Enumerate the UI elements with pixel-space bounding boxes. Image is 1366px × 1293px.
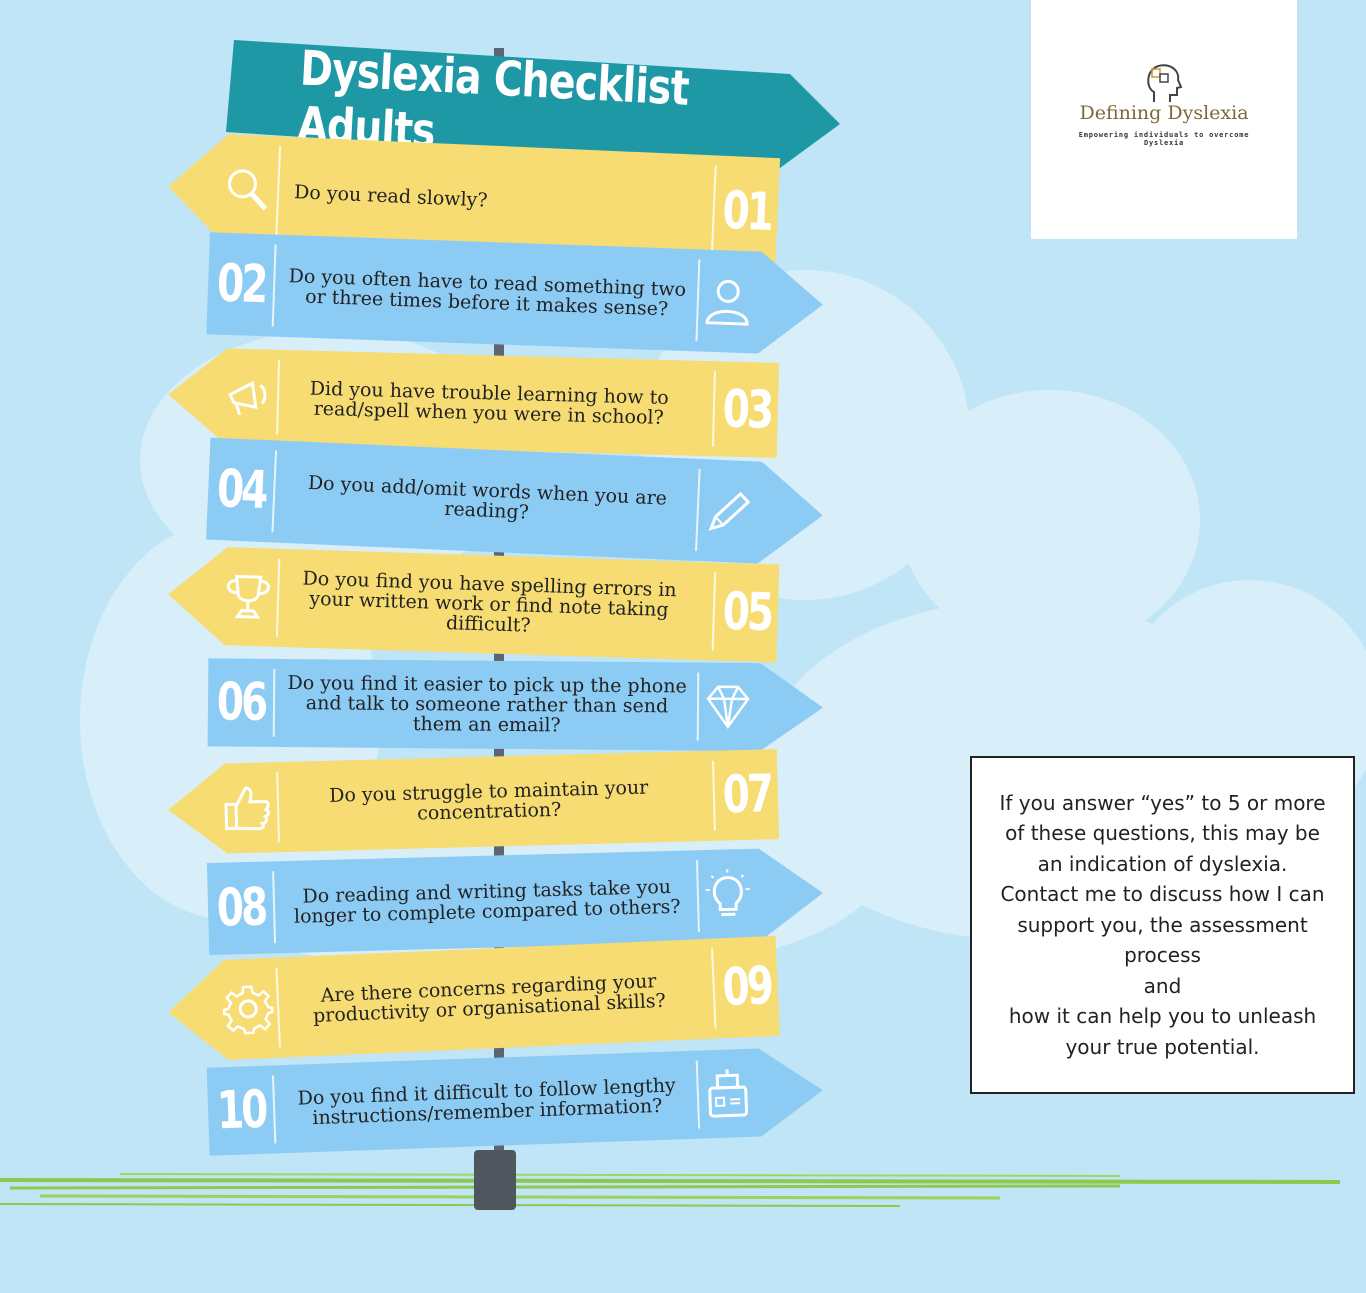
sign-number: 10 [215, 1079, 267, 1142]
pencil-icon [708, 491, 751, 531]
sign-shape [168, 348, 780, 458]
sign-number: 02 [215, 253, 267, 316]
trophy-icon [226, 574, 270, 619]
sign-question: Do you find it easier to pick up the pho… [287, 672, 687, 737]
sign-shape [207, 658, 823, 752]
sign-shape [168, 547, 780, 663]
sign-number: 07 [721, 764, 772, 826]
sign-question: Do you find it difficult to follow lengt… [297, 1074, 677, 1130]
thumbs-up-icon [224, 786, 270, 831]
gear-icon [222, 985, 274, 1035]
grass [0, 1173, 1341, 1207]
megaphone-icon [228, 380, 267, 415]
info-text: If you answer “yes” to 5 or more of thes… [999, 790, 1326, 1059]
title-banner-shape [226, 40, 840, 168]
person-icon [705, 279, 749, 326]
robot-icon [708, 1069, 749, 1118]
logo-tagline: Empowering individuals to overcome Dysle… [1078, 131, 1250, 147]
sign-shape [168, 935, 780, 1060]
checklist-sign-05: 05 Do you find you have spelling errors i… [166, 540, 784, 667]
checklist-sign-09: 09 Are there concerns regarding your prod… [166, 931, 785, 1068]
sign-question: Do you find you have spelling errors in … [302, 567, 677, 637]
sign-shape [206, 1048, 823, 1156]
sign-number: 04 [215, 459, 267, 522]
head-puzzle-icon [1147, 64, 1183, 102]
checklist-sign-07: 07 Do you struggle to maintain your conce… [167, 744, 784, 860]
sign-shape [206, 232, 823, 354]
sign-question: Do you often have to read something two … [288, 265, 687, 321]
sign-shape [206, 848, 823, 956]
sign-number: 03 [721, 378, 772, 441]
checklist-sign-02: 02 Do you often have to read something tw… [206, 227, 825, 360]
lightbulb-icon [705, 869, 750, 917]
logo: Defining Dyslexia Empowering individuals… [1031, 0, 1297, 239]
sign-shape [168, 749, 780, 854]
sign-number: 05 [721, 581, 772, 644]
logo-name: Defining Dyslexia [1079, 102, 1249, 124]
sign-number: 09 [721, 956, 773, 1019]
checklist-sign-06: 06 Do you find it easier to pick up the p… [207, 653, 824, 756]
sign-shape [206, 437, 823, 564]
sign-pole-base [474, 1150, 516, 1210]
sign-question: Are there concerns regarding your produc… [312, 970, 667, 1028]
sign-shape [168, 134, 781, 269]
magnifier-icon [227, 169, 268, 211]
sign-number: 08 [216, 877, 267, 939]
sign-question: Do you struggle to maintain your concent… [328, 776, 649, 825]
sign-question: Do you add/omit words when you are readi… [307, 471, 668, 524]
checklist-sign-04: 04 Do you add/omit words when you are rea… [206, 433, 825, 572]
diamond-icon [706, 685, 750, 730]
info-box: If you answer “yes” to 5 or more of thes… [970, 756, 1355, 1094]
checklist-sign-10: 10 Do you find it difficult to follow len… [206, 1041, 824, 1160]
sign-number: 06 [216, 672, 266, 733]
